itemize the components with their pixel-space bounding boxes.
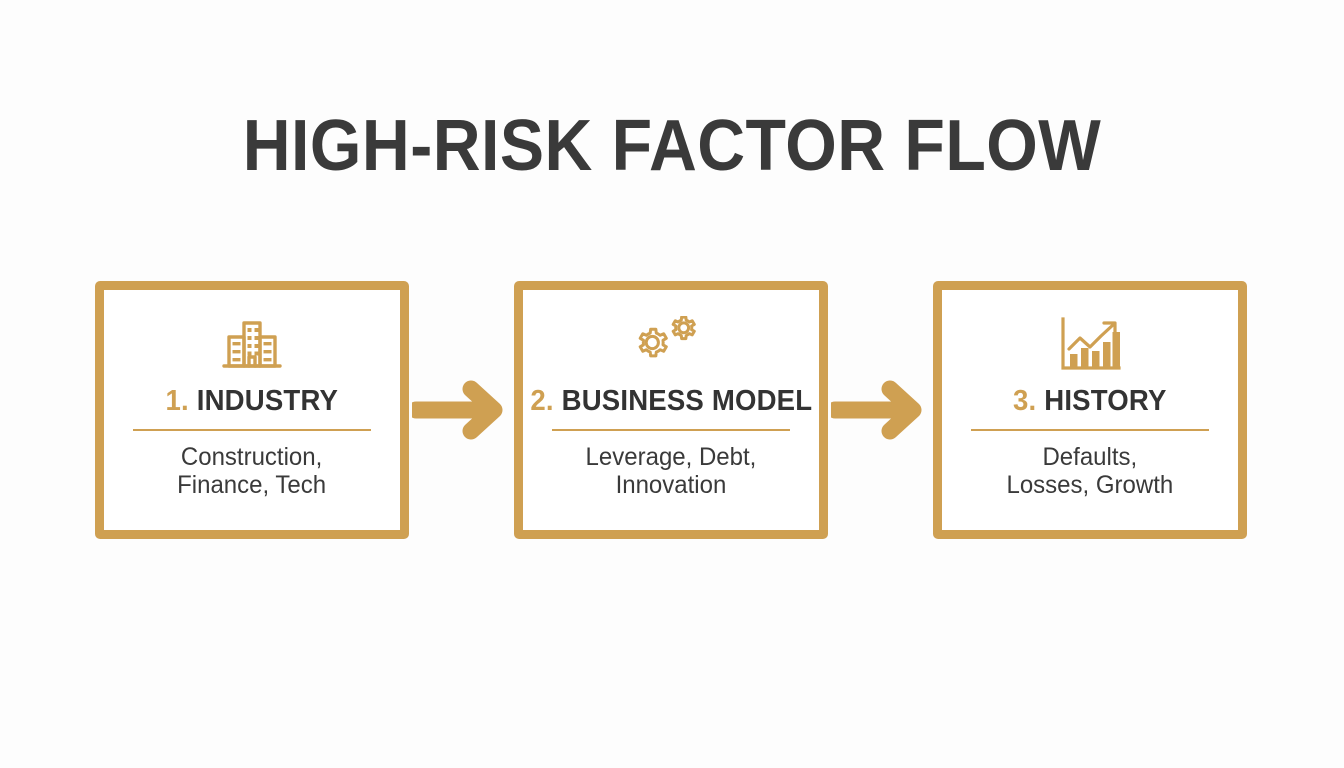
flow-step-heading-3: 3. HISTORY bbox=[1013, 384, 1166, 418]
flow-step-divider-2 bbox=[552, 429, 790, 431]
flow-step-name-1: INDUSTRY bbox=[196, 385, 339, 417]
flow-step-number-1: 1. bbox=[165, 385, 190, 417]
flow-step-card-3[interactable]: 3. HISTORY Defaults, Losses, Growth bbox=[933, 281, 1247, 539]
flow-step-heading-2: 2. BUSINESS MODEL bbox=[530, 384, 812, 418]
flow-diagram: 1. INDUSTRY Construction, Finance, Tech bbox=[95, 281, 1247, 539]
flow-step-description-1: Construction, Finance, Tech bbox=[177, 443, 327, 499]
flow-step-number-2: 2. bbox=[530, 385, 554, 417]
flow-step-divider-3 bbox=[971, 429, 1209, 431]
flow-step-description-3: Defaults, Losses, Growth bbox=[1006, 443, 1174, 499]
gears-icon bbox=[633, 312, 709, 378]
flow-step-card-2[interactable]: 2. BUSINESS MODEL Leverage, Debt, Innova… bbox=[514, 281, 828, 539]
arrow-right-icon bbox=[829, 375, 933, 445]
flow-step-number-3: 3. bbox=[1013, 385, 1037, 417]
arrow-right-icon bbox=[410, 375, 514, 445]
flow-step-card-1[interactable]: 1. INDUSTRY Construction, Finance, Tech bbox=[95, 281, 409, 539]
flow-step-divider-1 bbox=[133, 429, 371, 431]
flow-step-name-3: HISTORY bbox=[1044, 385, 1167, 417]
flow-step-name-2: BUSINESS MODEL bbox=[561, 385, 812, 417]
office-building-icon bbox=[221, 312, 283, 378]
page-title: HIGH-RISK FACTOR FLOW bbox=[242, 106, 1102, 186]
bar-chart-growth-icon bbox=[1057, 312, 1123, 378]
flow-step-description-2: Leverage, Debt, Innovation bbox=[585, 443, 757, 499]
flow-step-heading-1: 1. INDUSTRY bbox=[166, 384, 339, 418]
